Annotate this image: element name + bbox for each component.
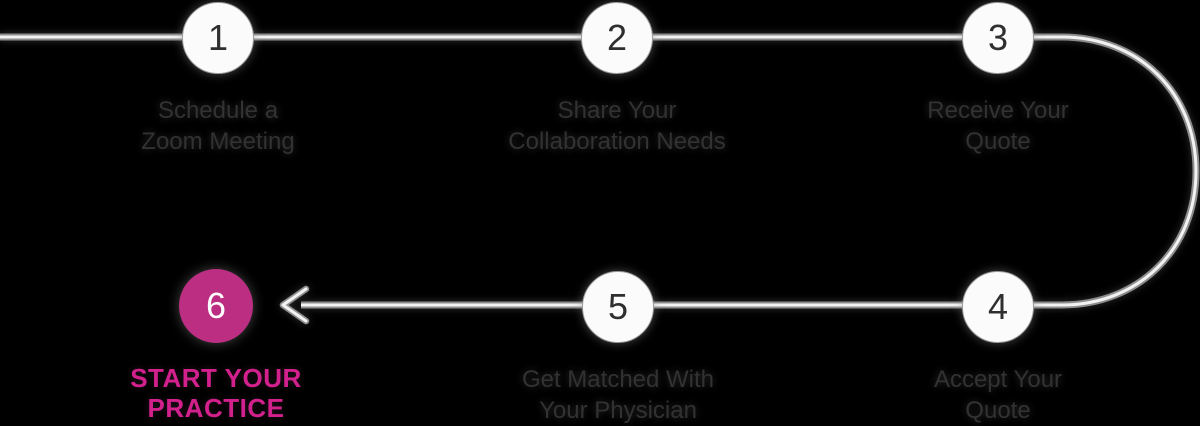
step-1-number: 1 <box>207 17 229 58</box>
step-2-label-line1: Share Your <box>557 97 677 124</box>
step-6-number: 6 <box>205 285 227 326</box>
step-2-label-line2: Collaboration Needs <box>508 128 726 155</box>
step-2-label: Share Your Collaboration Needs <box>447 95 787 157</box>
step-1-label: Schedule a Zoom Meeting <box>48 95 388 157</box>
step-4-label-line1: Accept Your <box>933 366 1063 393</box>
step-4-label: Accept Your Quote <box>828 364 1168 426</box>
step-2: 2 Share Your Collaboration Needs <box>447 2 787 157</box>
step-5: 5 Get Matched With Your Physician <box>448 271 788 426</box>
step-6-highlighted: 6 START YOUR PRACTICE <box>46 269 386 423</box>
arrow-left-icon <box>279 285 310 325</box>
step-5-circle: 5 <box>582 271 654 343</box>
step-4: 4 Accept Your Quote <box>828 271 1168 426</box>
step-3-label: Receive Your Quote <box>828 95 1168 157</box>
step-1: 1 Schedule a Zoom Meeting <box>48 2 388 157</box>
step-6-label: START YOUR PRACTICE <box>46 363 386 423</box>
step-5-label-line1: Get Matched With <box>521 366 715 393</box>
flow-track-line <box>0 33 1200 309</box>
step-1-label-line1: Schedule a <box>157 97 279 124</box>
step-4-circle: 4 <box>962 271 1034 343</box>
step-5-number: 5 <box>607 286 629 327</box>
step-4-number: 4 <box>987 286 1009 327</box>
step-3-circle: 3 <box>962 2 1034 74</box>
step-2-number: 2 <box>606 17 628 58</box>
step-1-label-line2: Zoom Meeting <box>141 128 295 155</box>
step-3-label-line1: Receive Your <box>927 97 1069 124</box>
track-inner-stroke <box>0 35 1198 307</box>
step-6-circle: 6 <box>179 269 253 343</box>
step-4-label-line2: Quote <box>965 397 1031 424</box>
step-1-circle: 1 <box>182 2 254 74</box>
step-3-label-line2: Quote <box>965 128 1031 155</box>
step-5-label-line2: Your Physician <box>539 397 697 424</box>
step-2-circle: 2 <box>581 2 653 74</box>
step-5-label: Get Matched With Your Physician <box>448 364 788 426</box>
step-6-label-line1: START YOUR <box>130 363 302 393</box>
step-3-number: 3 <box>987 17 1009 58</box>
step-3: 3 Receive Your Quote <box>828 2 1168 157</box>
step-6-label-line2: PRACTICE <box>147 393 285 423</box>
